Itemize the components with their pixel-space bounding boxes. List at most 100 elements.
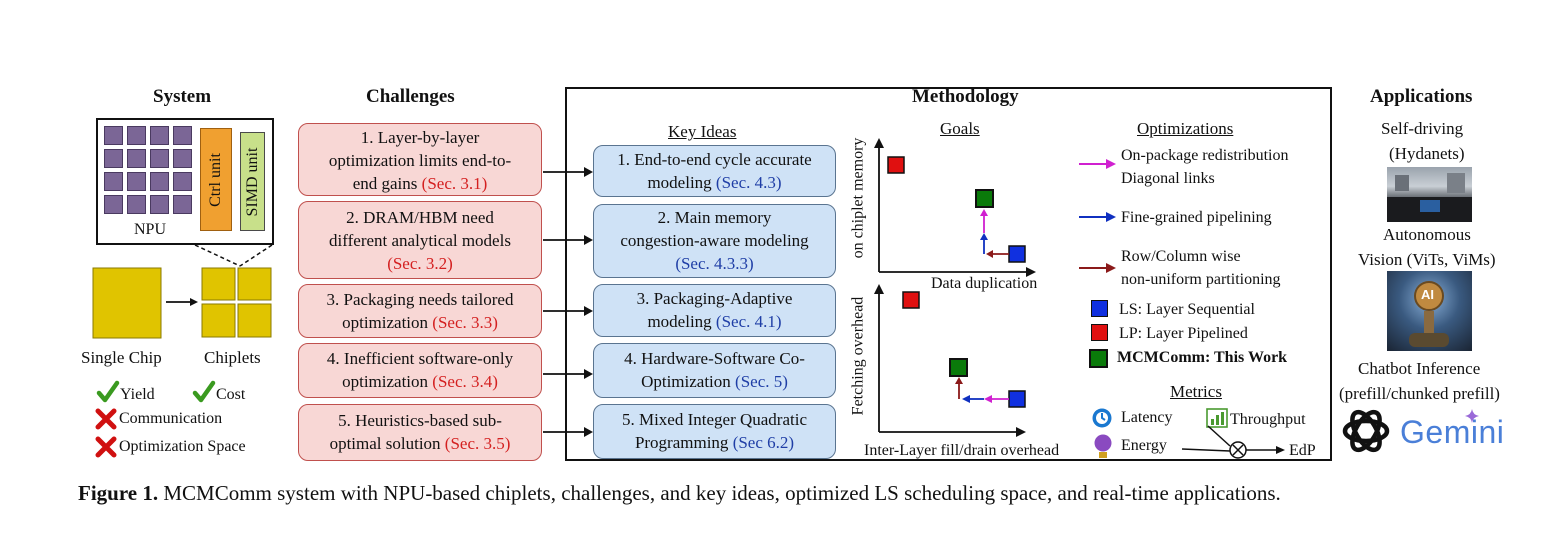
npu-core: [127, 149, 146, 168]
app-prefill: (prefill/chunked prefill): [1339, 384, 1500, 403]
npu-core: [150, 195, 169, 214]
edp-label: EdP: [1289, 442, 1316, 459]
lp-point-top: [887, 156, 905, 174]
simd-unit: SIMD unit: [240, 132, 265, 231]
npu-core: [150, 172, 169, 191]
chiplet-3: [201, 303, 236, 338]
app-chatbot: Chatbot Inference: [1358, 359, 1481, 378]
single-chip-label: Single Chip: [81, 348, 162, 367]
methodology-frame: [565, 87, 1332, 461]
ctrl-unit: Ctrl unit: [200, 128, 232, 231]
app-hydanets: (Hydanets): [1389, 144, 1465, 163]
key-ideas-title: Key Ideas: [668, 122, 737, 141]
key-idea-5: 5. Mixed Integer Quadratic Programming (…: [593, 404, 836, 459]
optimizations-title: Optimizations: [1137, 119, 1234, 138]
throughput-icon: [1206, 408, 1228, 428]
mcmcomm-point-top: [975, 189, 994, 208]
key-idea-1: 1. End-to-end cycle accurate modeling (S…: [593, 145, 836, 197]
chip-diagram: [92, 244, 273, 339]
simd-unit-label: SIMD unit: [243, 147, 261, 216]
npu-core: [150, 149, 169, 168]
npu-core: [127, 126, 146, 145]
throughput-label: Throughput: [1230, 411, 1306, 428]
cross-icon: [95, 436, 117, 458]
ctrl-unit-label: Ctrl unit: [207, 152, 224, 207]
self-driving-image: [1387, 167, 1472, 222]
mcmcomm-point-bottom: [949, 358, 968, 377]
ai-badge: AI: [1421, 287, 1434, 302]
npu-box: Ctrl unit SIMD unit NPU: [96, 118, 274, 245]
communication-label: Communication: [119, 410, 223, 427]
npu-core: [173, 195, 192, 214]
bottom-y-axis-label: Fetching overhead: [849, 296, 867, 416]
ls-legend-label: LS: Layer Sequential: [1119, 301, 1255, 318]
chiplets-label: Chiplets: [204, 348, 261, 367]
applications-header: Applications: [1370, 86, 1473, 107]
key-idea-3: 3. Packaging-Adaptive modeling (Sec. 4.1…: [593, 284, 836, 337]
bottom-x-axis-label: Inter-Layer fill/drain overhead: [864, 442, 1060, 459]
npu-core: [173, 149, 192, 168]
npu-core: [104, 172, 123, 191]
ls-point-bottom: [1008, 390, 1026, 408]
npu-core: [150, 126, 169, 145]
system-header: System: [153, 86, 212, 107]
lp-legend-swatch: [1091, 324, 1108, 341]
chip-arrow-head: [190, 298, 198, 306]
check-icon: [192, 380, 216, 403]
zoom-line-left: [194, 244, 241, 267]
chiplet-4: [237, 303, 272, 338]
challenge-4: 4. Inefficient software-only optimizatio…: [298, 343, 542, 398]
challenge-3: 3. Packaging needs tailored optimization…: [298, 284, 542, 338]
app-autonomous: Autonomous: [1383, 225, 1471, 244]
single-chip: [92, 267, 162, 339]
zoom-line-right: [239, 244, 273, 267]
lp-legend-label: LP: Layer Pipelined: [1119, 325, 1248, 342]
latency-icon: [1092, 408, 1112, 428]
challenge-arrows: [543, 167, 593, 437]
key-idea-4: 4. Hardware-Software Co- Optimization (S…: [593, 343, 836, 398]
npu-core: [104, 149, 123, 168]
top-x-axis-label: Data duplication: [931, 275, 1038, 292]
vision-image: AI: [1387, 271, 1472, 351]
chiplet-1: [201, 267, 236, 301]
goals-title: Goals: [940, 119, 980, 138]
ls-point-top: [1008, 245, 1026, 263]
app-self-driving: Self-driving: [1381, 119, 1464, 138]
energy-label: Energy: [1121, 437, 1167, 454]
npu-core: [104, 195, 123, 214]
npu-core: [173, 126, 192, 145]
caption-label: Figure 1.: [78, 481, 159, 505]
optimization-arrows: [1079, 159, 1116, 273]
npu-label: NPU: [134, 221, 167, 238]
optimization-space-label: Optimization Space: [119, 438, 246, 455]
npu-core: [104, 126, 123, 145]
opt-pipelining: Fine-grained pipelining: [1121, 209, 1272, 226]
mcmcomm-legend-swatch: [1089, 349, 1108, 368]
npu-core: [173, 172, 192, 191]
gemini-logo: Gemini: [1400, 414, 1505, 450]
edp-diagram: [1181, 425, 1285, 459]
cost-label: Cost: [216, 386, 246, 403]
figure-caption: Figure 1. MCMComm system with NPU-based …: [78, 481, 1281, 506]
latency-label: Latency: [1121, 409, 1173, 426]
check-icon: [96, 380, 120, 403]
yield-label: Yield: [120, 386, 155, 403]
methodology-header: Methodology: [912, 86, 1019, 107]
chiplet-2: [237, 267, 272, 301]
openai-logo-icon: [1342, 409, 1390, 453]
npu-core: [127, 195, 146, 214]
challenge-5: 5. Heuristics-based sub- optimal solutio…: [298, 404, 542, 461]
caption-text: MCMComm system with NPU-based chiplets, …: [158, 481, 1281, 505]
mcmcomm-legend-label: MCMComm: This Work: [1117, 349, 1288, 366]
goals-plots: [874, 138, 1036, 437]
npu-core: [127, 172, 146, 191]
app-vision: Vision (ViTs, ViMs): [1358, 250, 1496, 269]
energy-icon: [1094, 434, 1112, 458]
lp-point-bottom: [902, 291, 920, 309]
metrics-title: Metrics: [1170, 382, 1222, 401]
ls-legend-swatch: [1091, 300, 1108, 317]
